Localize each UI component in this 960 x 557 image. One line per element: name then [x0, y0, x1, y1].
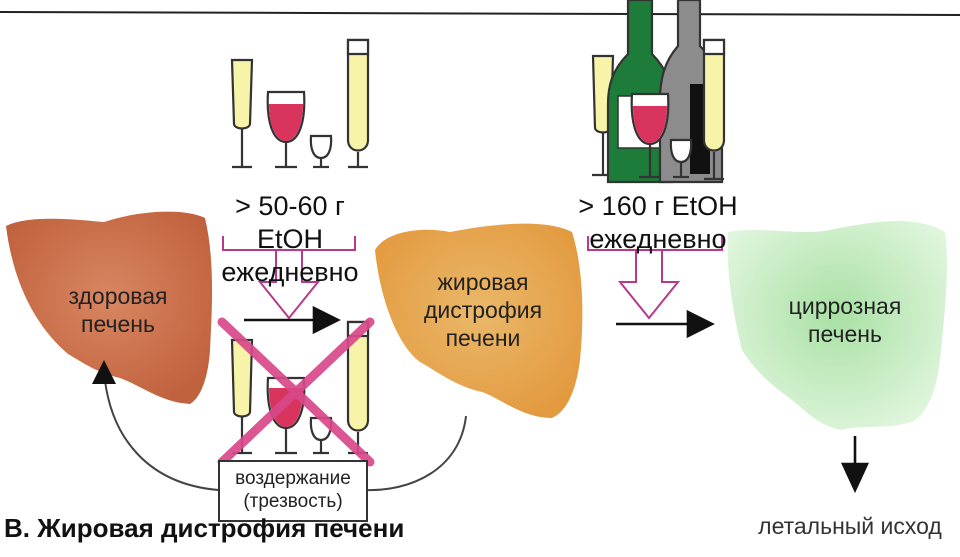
cirrhotic-liver-label: циррозная печень [770, 292, 920, 348]
fatty-liver-label-line3: печени [445, 325, 521, 352]
figure-caption: В. Жировая дистрофия печени [4, 513, 405, 543]
outcome-label: летальный исход [758, 513, 942, 539]
abstinence-sublabel: (трезвость) [243, 491, 343, 512]
abstinence-box: воздержание (трезвость) [218, 460, 368, 522]
recovery-loop-arrow [103, 371, 467, 492]
fatty-liver-label-line2: дистрофия [423, 297, 543, 324]
stage2-dose-amount: > 160 г EtOH [578, 191, 738, 221]
recovery-arrow-head [92, 360, 116, 384]
cross-out-mark [217, 317, 375, 467]
stage1-dose-arrow [222, 236, 356, 320]
fatty-liver-shape [375, 223, 583, 418]
cirrhotic-liver-label-line1: циррозная [788, 293, 902, 319]
stage1-drinks-icon [230, 38, 370, 169]
healthy-liver-label-line1: здоровая [68, 283, 168, 309]
stage1-dose-frequency: ежедневно [221, 256, 359, 287]
abstinence-label: воздержание [235, 468, 351, 490]
stage2-dose-frequency: ежедневно [589, 223, 727, 254]
progression-arrows [244, 305, 870, 494]
healthy-liver-shape [6, 211, 213, 404]
stage2-dose-arrow [587, 236, 723, 320]
stage1-dose-label: > 50-60 г EtOH ежедневно [200, 190, 380, 289]
stage2-drinks-icon [591, 0, 726, 184]
top-rule [0, 11, 960, 16]
healthy-liver-label-line2: печень [81, 311, 155, 338]
fatty-liver-label-line1: жировая [437, 269, 529, 295]
fatty-liver-label: жировая дистрофия печени [398, 268, 568, 352]
stage2-dose-label: > 160 г EtOH ежедневно [568, 190, 748, 256]
cirrhotic-liver-label-line2: печень [808, 321, 882, 348]
stage1-dose-amount: > 50-60 г EtOH [235, 191, 345, 254]
healthy-liver-label: здоровая печень [48, 282, 188, 338]
cirrhotic-liver-shape [727, 221, 947, 430]
